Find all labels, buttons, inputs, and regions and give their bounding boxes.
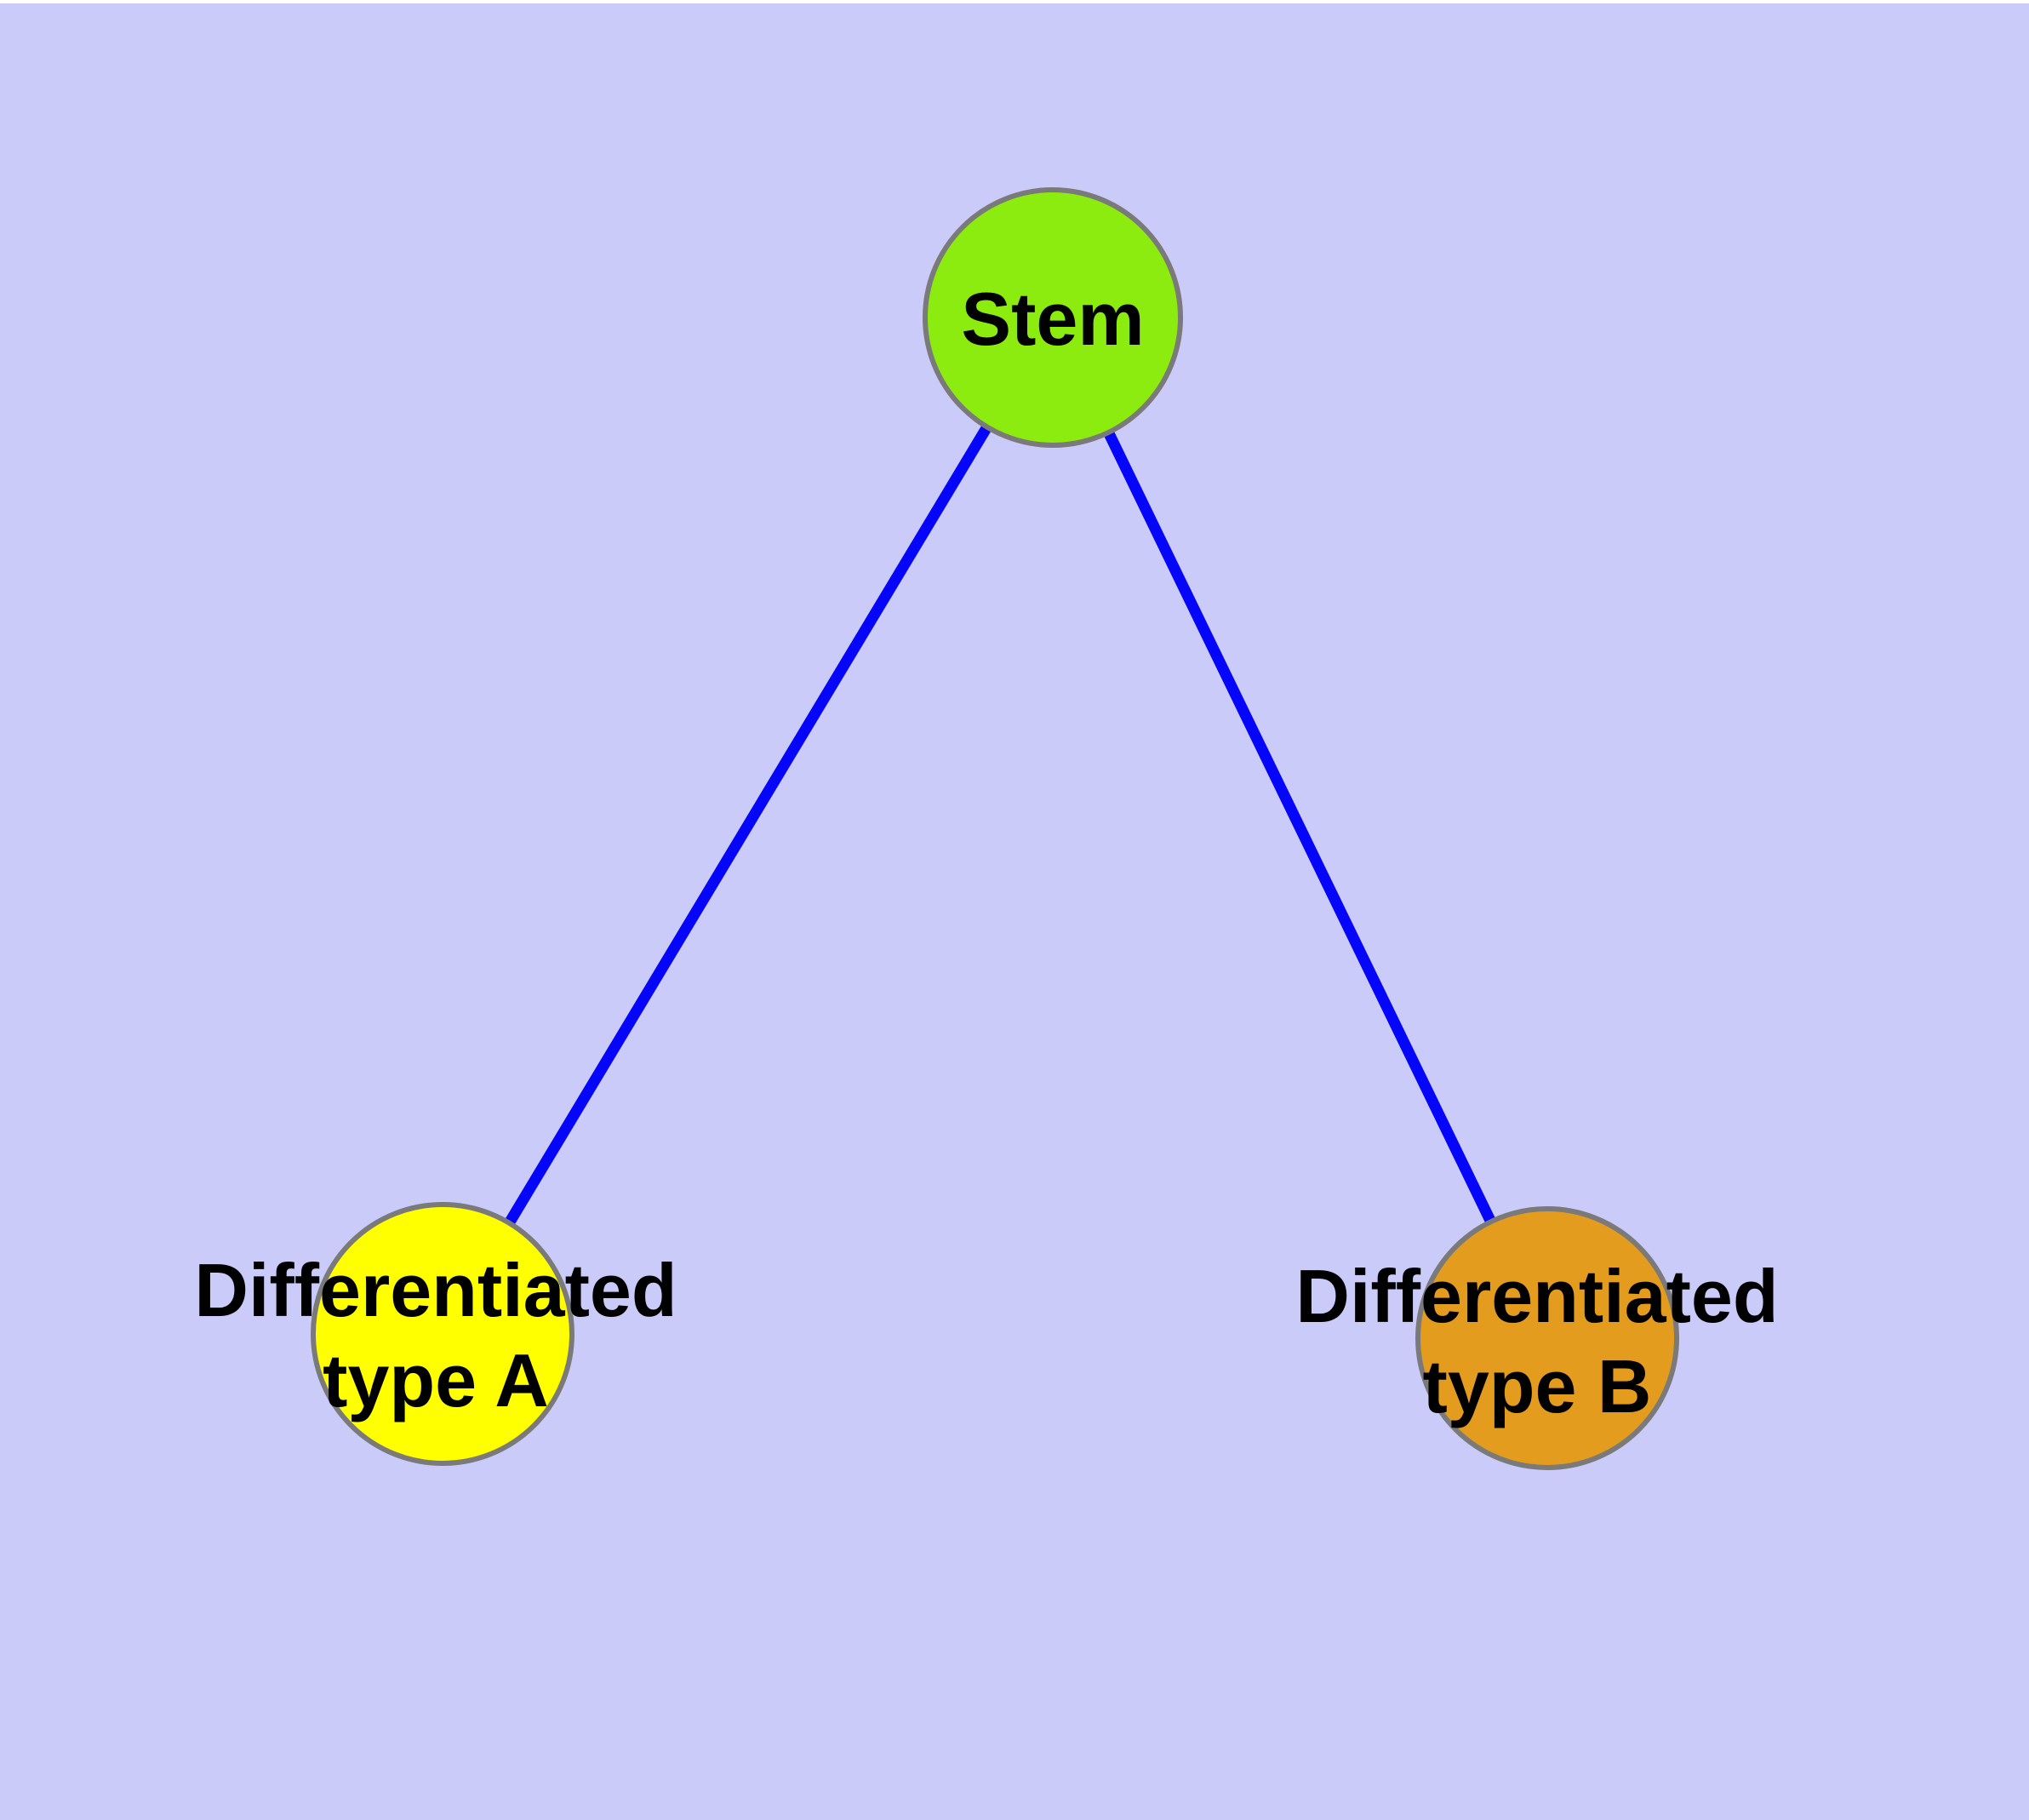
- stem-node-circle: [923, 187, 1183, 448]
- edge-stem-to-type-a: [437, 314, 1058, 1337]
- type-a-node-circle: [311, 1202, 574, 1466]
- type-a-label-line2: type A: [323, 1338, 549, 1422]
- stem-node-label: Stem: [961, 277, 1145, 361]
- type-a-node-label: Differentiated type A: [194, 1245, 677, 1426]
- type-a-label-line1: Differentiated: [194, 1248, 677, 1332]
- type-b-node-circle: [1415, 1206, 1679, 1470]
- type-b-label-line2: type B: [1422, 1344, 1652, 1428]
- type-b-node-label: Differentiated type B: [1295, 1251, 1778, 1432]
- edge-stem-to-type-b: [1048, 315, 1552, 1341]
- type-b-label-line1: Differentiated: [1295, 1254, 1779, 1338]
